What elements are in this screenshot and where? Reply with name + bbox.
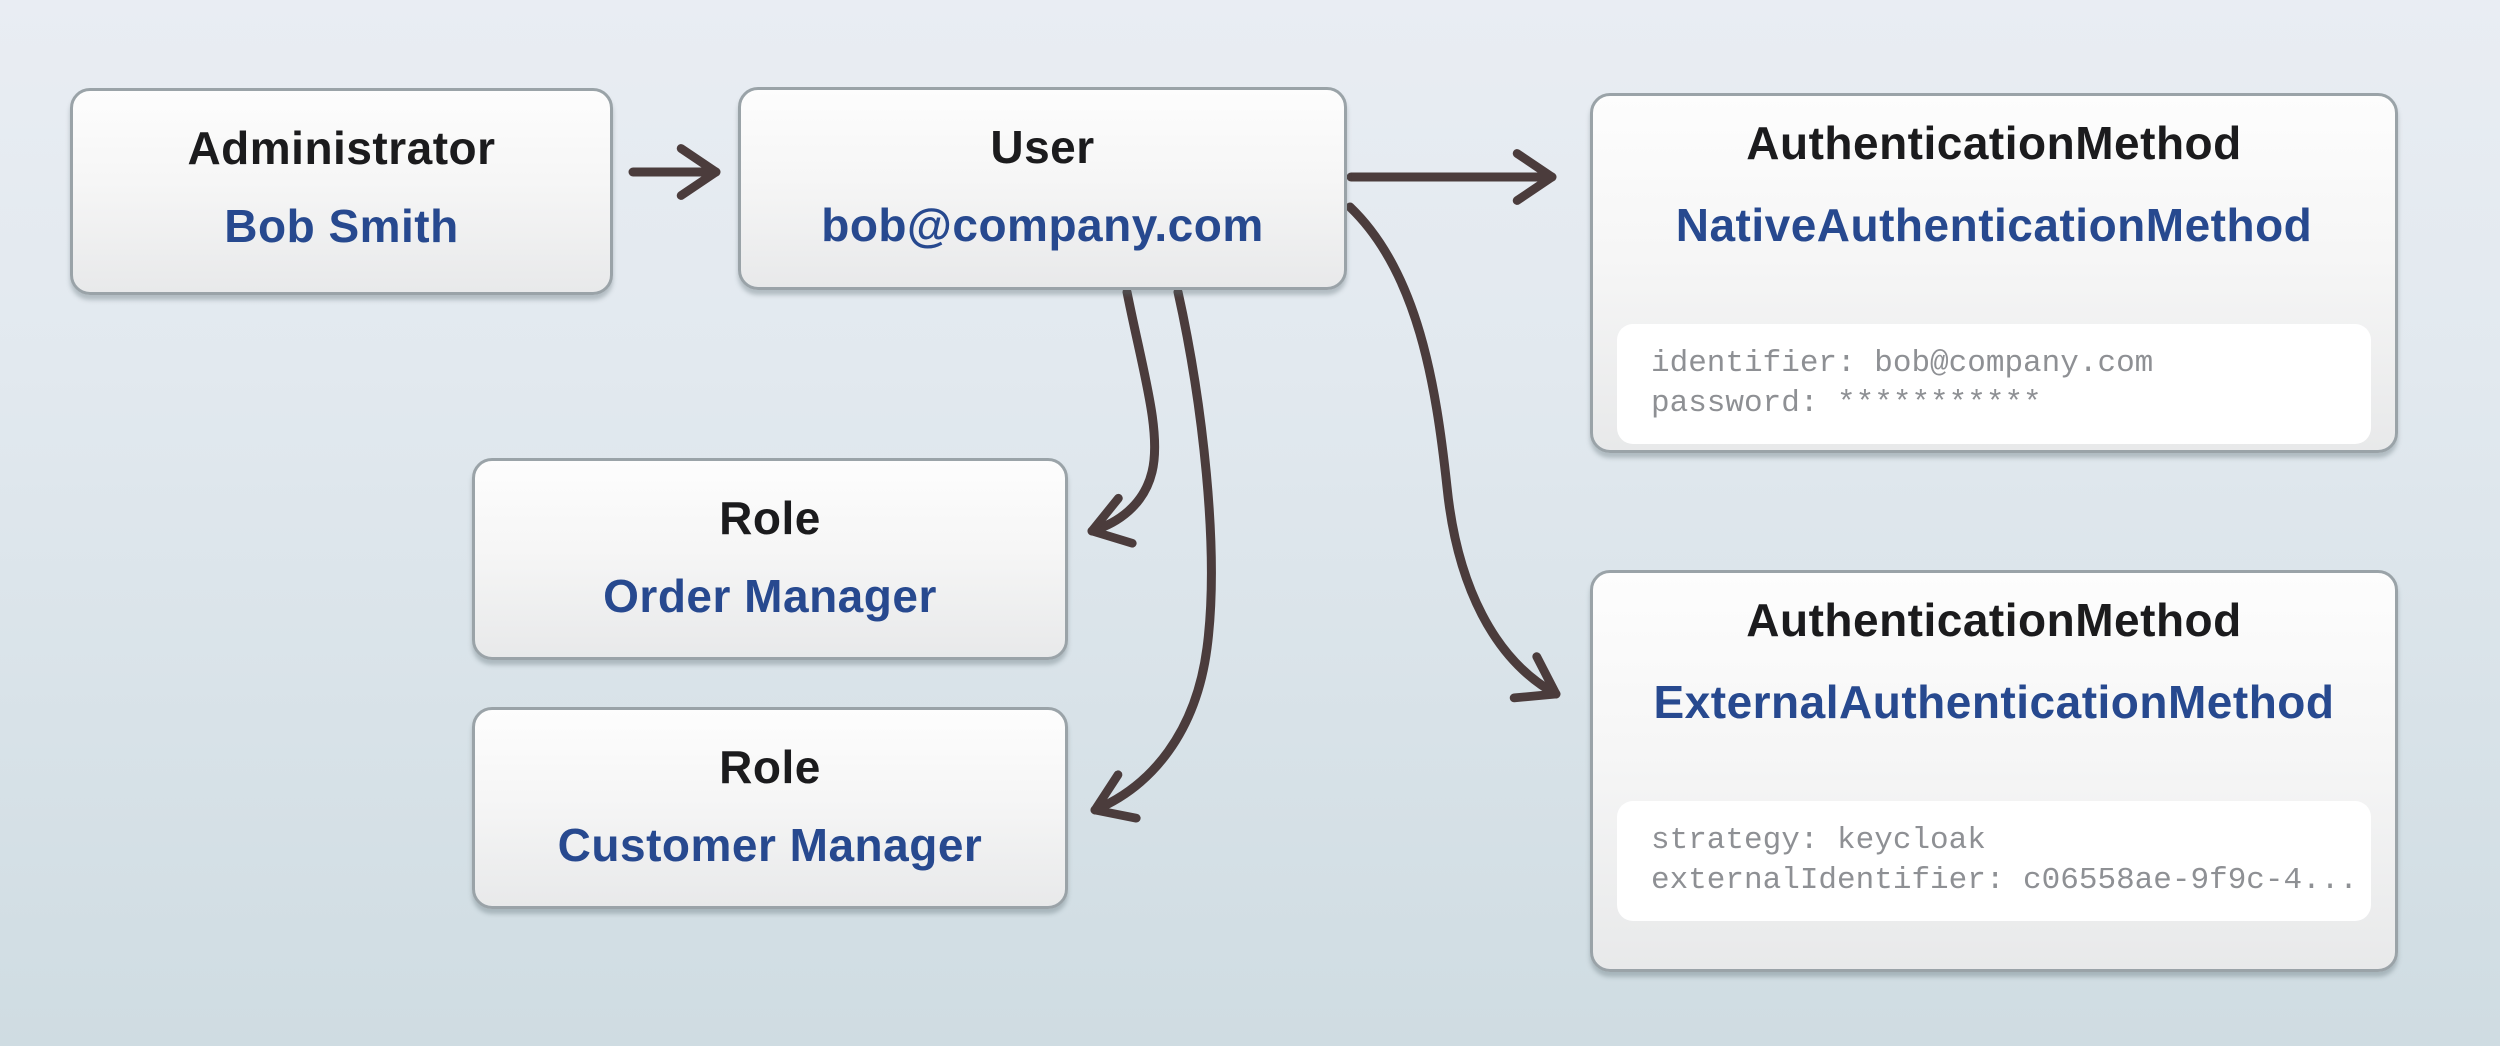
node-role-customer-manager: Role Customer Manager bbox=[472, 707, 1068, 909]
node-type-label: AuthenticationMethod bbox=[1746, 117, 2242, 169]
node-type-label: Administrator bbox=[187, 122, 496, 174]
node-type-label: Role bbox=[719, 741, 821, 793]
arrow-user-to-role-customer bbox=[1090, 287, 1216, 823]
node-administrator: Administrator Bob Smith bbox=[70, 88, 613, 295]
node-type-label: User bbox=[990, 121, 1095, 173]
code-box: identifier: bob@company.com password: **… bbox=[1617, 324, 2371, 444]
node-type-label: AuthenticationMethod bbox=[1746, 594, 2242, 646]
node-value-label: ExternalAuthenticationMethod bbox=[1653, 676, 2335, 728]
node-value-label: bob@company.com bbox=[821, 199, 1264, 251]
node-type-label: Role bbox=[719, 492, 821, 544]
node-role-order-manager: Role Order Manager bbox=[472, 458, 1068, 660]
arrow-user-to-external-auth bbox=[1345, 202, 1561, 703]
node-value-label: Order Manager bbox=[603, 570, 937, 622]
code-line-password: password: *********** bbox=[1651, 386, 2042, 421]
node-user: User bob@company.com bbox=[738, 87, 1347, 290]
node-external-authentication-method: AuthenticationMethod ExternalAuthenticat… bbox=[1590, 570, 2398, 972]
arrow-user-to-role-order bbox=[1087, 287, 1160, 548]
node-native-authentication-method: AuthenticationMethod NativeAuthenticatio… bbox=[1590, 93, 2398, 453]
code-line-identifier: identifier: bob@company.com bbox=[1651, 346, 2154, 381]
node-value-label: Bob Smith bbox=[224, 200, 459, 252]
code-line-external-identifier: externalIdentifier: c06558ae-9f9c-4... bbox=[1651, 863, 2358, 898]
code-line-strategy: strategy: keycloak bbox=[1651, 823, 1986, 858]
node-value-label: NativeAuthenticationMethod bbox=[1675, 199, 2313, 251]
code-box: strategy: keycloak externalIdentifier: c… bbox=[1617, 801, 2371, 921]
node-value-label: Customer Manager bbox=[557, 819, 983, 871]
